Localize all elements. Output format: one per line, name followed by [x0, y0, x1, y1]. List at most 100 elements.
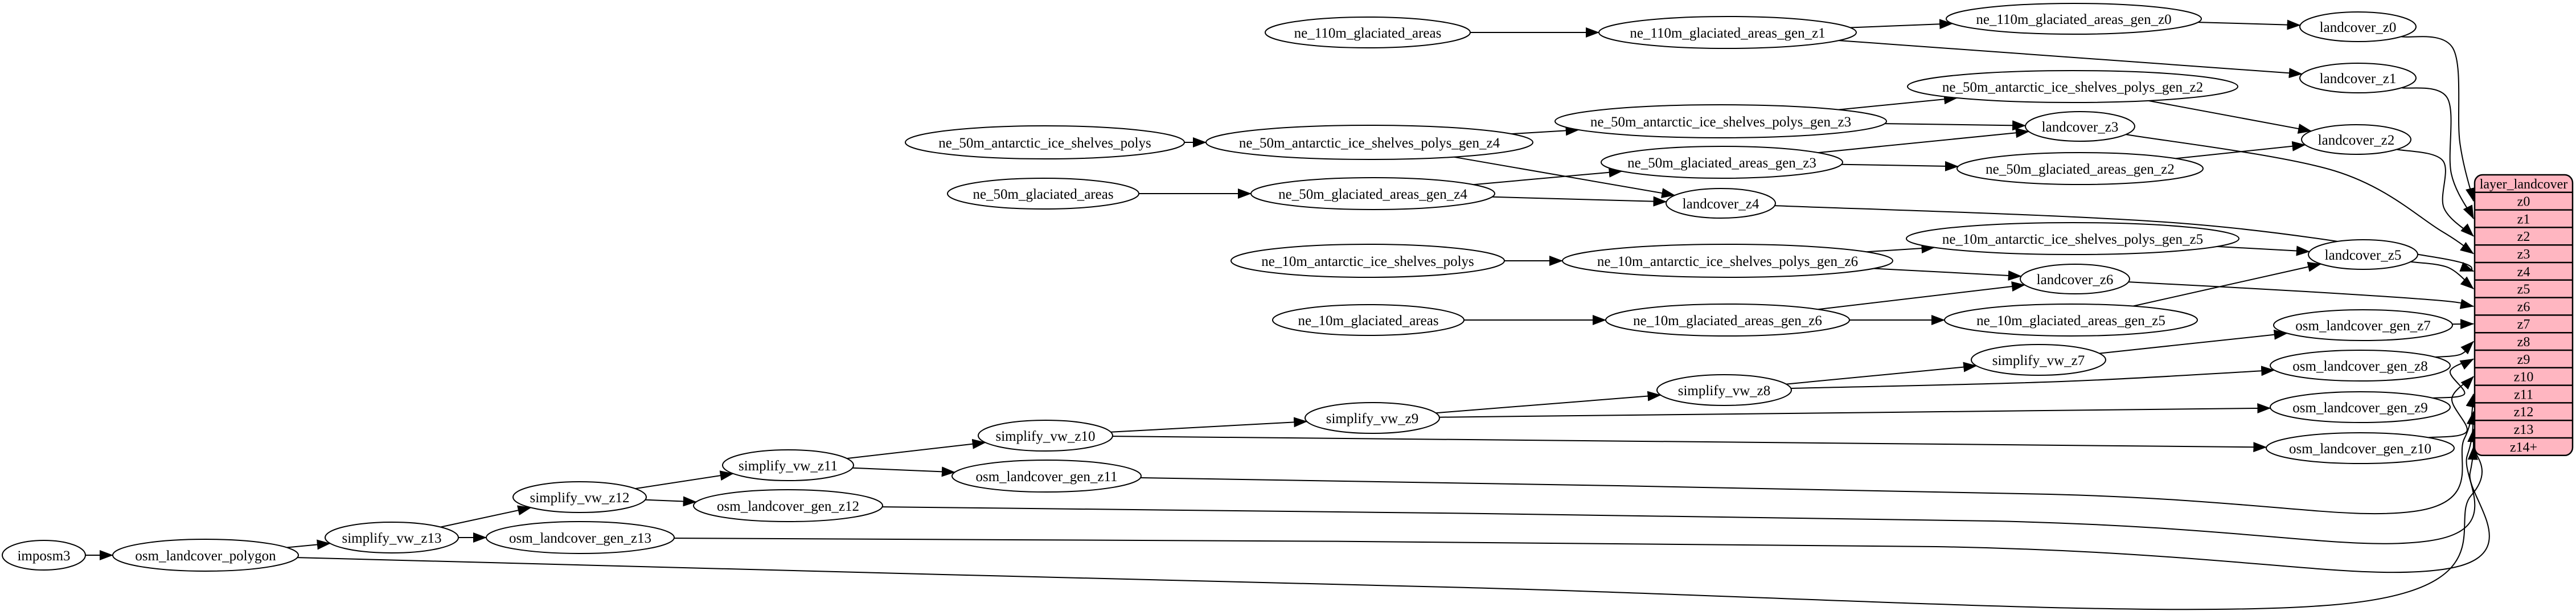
node-landcover_z3: landcover_z3: [2025, 111, 2135, 142]
table-row-z2: z2: [2517, 229, 2530, 244]
edges-layer: [85, 19, 2490, 610]
node-simplify_vw_z8: simplify_vw_z8: [1656, 374, 1792, 406]
node-label-osm_landcover_gen_z8: osm_landcover_gen_z8: [2292, 359, 2427, 374]
node-ellipse-simplify_vw_z8: [1656, 374, 1792, 406]
edge-simplify_vw_z7-to-osm_landcover_gen_z7: [2099, 329, 2288, 354]
node-ne_50m_glaciated_areas_gen_z2: ne_50m_glaciated_areas_gen_z2: [1956, 152, 2204, 185]
node-landcover_z6: landcover_z6: [2020, 264, 2130, 294]
node-ne_50m_glaciated_areas_gen_z3: ne_50m_glaciated_areas_gen_z3: [1601, 146, 1843, 179]
node-label-ne_10m_antarctic_ice_shelves_polys_gen_z5: ne_10m_antarctic_ice_shelves_polys_gen_z…: [1942, 232, 2203, 247]
table-row-z8: z8: [2517, 335, 2530, 350]
table-row-z1: z1: [2517, 212, 2530, 227]
edge-ne_10m_antarctic_ice_shelves_polys_gen_z6-to-landcover_z6: [1873, 268, 2022, 281]
node-ellipse-landcover_z3: [2025, 111, 2135, 142]
edge-simplify_vw_z11-to-osm_landcover_gen_z11: [852, 466, 955, 477]
node-ellipse-osm_landcover_gen_z11: [951, 460, 1142, 493]
table-row-z9: z9: [2517, 352, 2530, 367]
node-osm_landcover_gen_z13: osm_landcover_gen_z13: [486, 521, 675, 554]
node-osm_landcover_gen_z7: osm_landcover_gen_z7: [2273, 309, 2453, 341]
node-label-ne_10m_antarctic_ice_shelves_polys_gen_z6: ne_10m_antarctic_ice_shelves_polys_gen_z…: [1597, 254, 1858, 269]
node-ellipse-simplify_vw_z7: [1971, 344, 2106, 376]
edge-osm_landcover_polygon-to-simplify_vw_z13: [286, 539, 331, 550]
node-ellipse-ne_110m_glaciated_areas_gen_z0: [1946, 3, 2202, 35]
node-ellipse-ne_10m_antarctic_ice_shelves_polys: [1230, 244, 1505, 278]
node-label-ne_50m_antarctic_ice_shelves_polys_gen_z4: ne_50m_antarctic_ice_shelves_polys_gen_z…: [1239, 136, 1500, 151]
node-simplify_vw_z7: simplify_vw_z7: [1971, 344, 2106, 376]
edge-landcover_z0-to-layer-row-z0: [2401, 36, 2476, 202]
node-ellipse-ne_10m_antarctic_ice_shelves_polys_gen_z6: [1562, 244, 1893, 278]
node-label-osm_landcover_gen_z12: osm_landcover_gen_z12: [717, 499, 859, 514]
node-ne_50m_antarctic_ice_shelves_polys_gen_z4: ne_50m_antarctic_ice_shelves_polys_gen_z…: [1205, 125, 1533, 160]
node-ellipse-simplify_vw_z10: [978, 420, 1113, 452]
node-ellipse-ne_50m_antarctic_ice_shelves_polys_gen_z2: [1907, 70, 2238, 103]
edge-osm_landcover_gen_z11-to-layer-row-z11: [1140, 393, 2476, 515]
table-row-z11: z11: [2514, 387, 2533, 402]
node-ellipse-ne_50m_antarctic_ice_shelves_polys_gen_z3: [1554, 104, 1887, 138]
edge-simplify_vw_z11-to-simplify_vw_z10: [847, 438, 986, 460]
node-ellipse-ne_10m_glaciated_areas_gen_z6: [1605, 304, 1850, 337]
edge-simplify_vw_z12-to-simplify_vw_z11: [635, 470, 734, 490]
node-label-ne_10m_antarctic_ice_shelves_polys: ne_10m_antarctic_ice_shelves_polys: [1261, 254, 1474, 269]
node-ellipse-ne_50m_antarctic_ice_shelves_polys: [905, 125, 1185, 159]
node-label-landcover_z3: landcover_z3: [2042, 120, 2119, 135]
node-ellipse-landcover_z5: [2308, 239, 2418, 270]
node-osm_landcover_gen_z8: osm_landcover_gen_z8: [2270, 350, 2451, 382]
edge-ne_50m_antarctic_ice_shelves_polys_gen_z4-to-ne_50m_antarctic_ice_shelves_polys_gen_z3: [1511, 125, 1580, 136]
node-label-simplify_vw_z12: simplify_vw_z12: [530, 490, 630, 506]
node-label-landcover_z0: landcover_z0: [2320, 20, 2397, 35]
node-ellipse-imposm3: [2, 540, 86, 571]
edge-ne_110m_glaciated_areas_gen_z1-to-landcover_z1: [1839, 40, 2303, 79]
edge-ne_10m_antarctic_ice_shelves_polys_gen_z6-to-ne_10m_antarctic_ice_shelves_polys_gen_z5: [1866, 243, 1935, 254]
node-osm_landcover_gen_z9: osm_landcover_gen_z9: [2270, 391, 2451, 423]
node-ne_10m_antarctic_ice_shelves_polys: ne_10m_antarctic_ice_shelves_polys: [1230, 244, 1505, 278]
node-ellipse-simplify_vw_z9: [1305, 402, 1440, 434]
edge-landcover_z2-to-layer-row-z2: [2397, 149, 2474, 237]
node-label-ne_50m_antarctic_ice_shelves_polys_gen_z2: ne_50m_antarctic_ice_shelves_polys_gen_z…: [1942, 80, 2203, 95]
table-row-z5: z5: [2517, 282, 2530, 297]
table-layer_landcover: layer_landcoverz0z1z2z3z4z5z6z7z8z9z10z1…: [2474, 174, 2574, 457]
node-label-simplify_vw_z9: simplify_vw_z9: [1326, 411, 1419, 427]
node-ellipse-ne_50m_glaciated_areas_gen_z4: [1250, 177, 1495, 210]
node-simplify_vw_z13: simplify_vw_z13: [325, 522, 459, 553]
edge-landcover_z1-to-layer-row-z1: [2401, 87, 2474, 219]
table-row-z3: z3: [2517, 247, 2530, 262]
node-ellipse-ne_50m_antarctic_ice_shelves_polys_gen_z4: [1205, 125, 1533, 160]
table-row-z4: z4: [2517, 265, 2530, 280]
edge-simplify_vw_z10-to-simplify_vw_z9: [1110, 417, 1308, 433]
node-ne_10m_antarctic_ice_shelves_polys_gen_z6: ne_10m_antarctic_ice_shelves_polys_gen_z…: [1562, 244, 1893, 278]
node-ellipse-simplify_vw_z13: [325, 522, 459, 553]
node-simplify_vw_z11: simplify_vw_z11: [722, 449, 854, 481]
node-label-landcover_z6: landcover_z6: [2037, 272, 2114, 288]
node-ne_50m_glaciated_areas: ne_50m_glaciated_areas: [947, 178, 1139, 210]
node-label-osm_landcover_gen_z9: osm_landcover_gen_z9: [2292, 400, 2427, 416]
table-header: layer_landcover: [2480, 177, 2568, 192]
edge-simplify_vw_z10-to-osm_landcover_gen_z10: [1112, 436, 2267, 453]
node-label-ne_50m_glaciated_areas_gen_z2: ne_50m_glaciated_areas_gen_z2: [1986, 162, 2175, 177]
node-ne_50m_antarctic_ice_shelves_polys_gen_z2: ne_50m_antarctic_ice_shelves_polys_gen_z…: [1907, 70, 2238, 103]
node-label-ne_50m_antarctic_ice_shelves_polys: ne_50m_antarctic_ice_shelves_polys: [938, 136, 1151, 151]
node-ellipse-ne_110m_glaciated_areas: [1265, 17, 1471, 48]
node-ne_10m_glaciated_areas: ne_10m_glaciated_areas: [1272, 304, 1465, 336]
node-ellipse-simplify_vw_z11: [722, 449, 854, 481]
node-simplify_vw_z12: simplify_vw_z12: [512, 481, 647, 513]
node-label-landcover_z5: landcover_z5: [2325, 248, 2402, 263]
node-ellipse-osm_landcover_gen_z13: [486, 521, 675, 554]
node-ellipse-landcover_z4: [1666, 188, 1776, 219]
edge-ne_110m_glaciated_areas_gen_z0-to-landcover_z0: [2198, 19, 2301, 30]
node-ellipse-ne_50m_glaciated_areas_gen_z3: [1601, 146, 1843, 179]
node-label-landcover_z4: landcover_z4: [1683, 196, 1759, 212]
node-label-ne_50m_antarctic_ice_shelves_polys_gen_z3: ne_50m_antarctic_ice_shelves_polys_gen_z…: [1590, 114, 1851, 130]
node-label-ne_50m_glaciated_areas: ne_50m_glaciated_areas: [973, 187, 1113, 202]
edge-ne_10m_glaciated_areas_gen_z6-to-landcover_z6: [1818, 281, 2025, 310]
edge-ne_110m_glaciated_areas_gen_z1-to-ne_110m_glaciated_areas_gen_z0: [1850, 19, 1954, 30]
node-ellipse-ne_110m_glaciated_areas_gen_z1: [1598, 16, 1857, 49]
node-ellipse-ne_10m_glaciated_areas: [1272, 304, 1465, 336]
node-label-imposm3: imposm3: [17, 548, 70, 564]
edge-osm_landcover_gen_z9-to-layer-row-z9: [2433, 358, 2474, 399]
node-landcover_z0: landcover_z0: [2299, 11, 2417, 42]
node-label-ne_110m_glaciated_areas_gen_z0: ne_110m_glaciated_areas_gen_z0: [1976, 12, 2171, 27]
edge-ne_50m_antarctic_ice_shelves_polys_gen_z3-to-ne_50m_antarctic_ice_shelves_polys_gen_z2: [1838, 94, 1958, 110]
